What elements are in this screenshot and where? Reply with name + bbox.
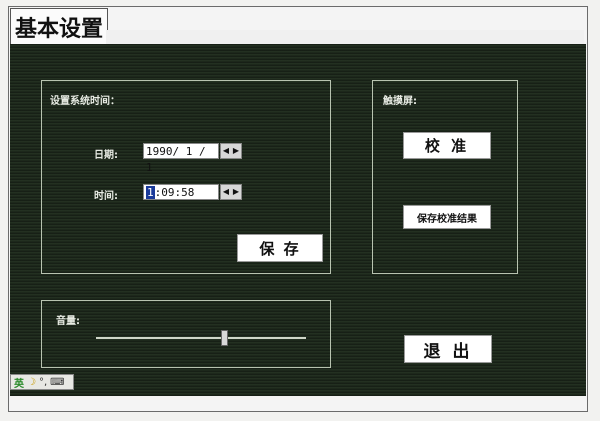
spin-right-icon[interactable]: ▶	[232, 146, 240, 155]
time-hour-selected: 1	[146, 186, 155, 199]
touchscreen-heading: 触摸屏:	[383, 96, 417, 107]
settings-screen: 设置系统时间： 日期: 1990/ 1 / 1 ◀ ▶ 时间: 1:09:58 …	[10, 44, 586, 396]
date-label: 日期:	[94, 150, 118, 161]
volume-slider-thumb[interactable]	[221, 330, 229, 346]
calibrate-button[interactable]: 校 准	[403, 132, 491, 159]
volume-heading: 音量:	[56, 316, 80, 327]
punctuation-icon[interactable]: °,	[38, 376, 48, 388]
ime-toolbar[interactable]: 英 ☽ °, ⌨	[10, 374, 74, 390]
save-time-button[interactable]: 保 存	[237, 234, 323, 262]
touchscreen-panel	[372, 80, 518, 274]
date-field[interactable]: 1990/ 1 / 1	[143, 143, 219, 174]
time-rest: :09:58	[154, 186, 195, 199]
tab-strip	[106, 30, 584, 45]
moon-icon[interactable]: ☽	[27, 376, 36, 388]
volume-panel	[41, 300, 331, 368]
time-settings-heading: 设置系统时间：	[50, 96, 120, 107]
time-settings-panel	[41, 80, 331, 274]
time-label: 时间:	[94, 191, 118, 202]
volume-slider-track[interactable]	[96, 337, 306, 339]
keyboard-icon[interactable]: ⌨	[50, 376, 65, 388]
exit-button[interactable]: 退 出	[404, 335, 492, 363]
time-spinner[interactable]: ◀ ▶	[220, 184, 242, 200]
save-calibration-button[interactable]: 保存校准结果	[403, 205, 491, 229]
spin-right-icon[interactable]: ▶	[232, 187, 240, 196]
page-title-tab: 基本设置	[10, 8, 108, 45]
language-indicator[interactable]: 英	[14, 378, 24, 390]
spin-left-icon[interactable]: ◀	[222, 146, 230, 155]
time-field[interactable]: 1:09:58	[143, 184, 219, 200]
spin-left-icon[interactable]: ◀	[222, 187, 230, 196]
date-spinner[interactable]: ◀ ▶	[220, 143, 242, 159]
